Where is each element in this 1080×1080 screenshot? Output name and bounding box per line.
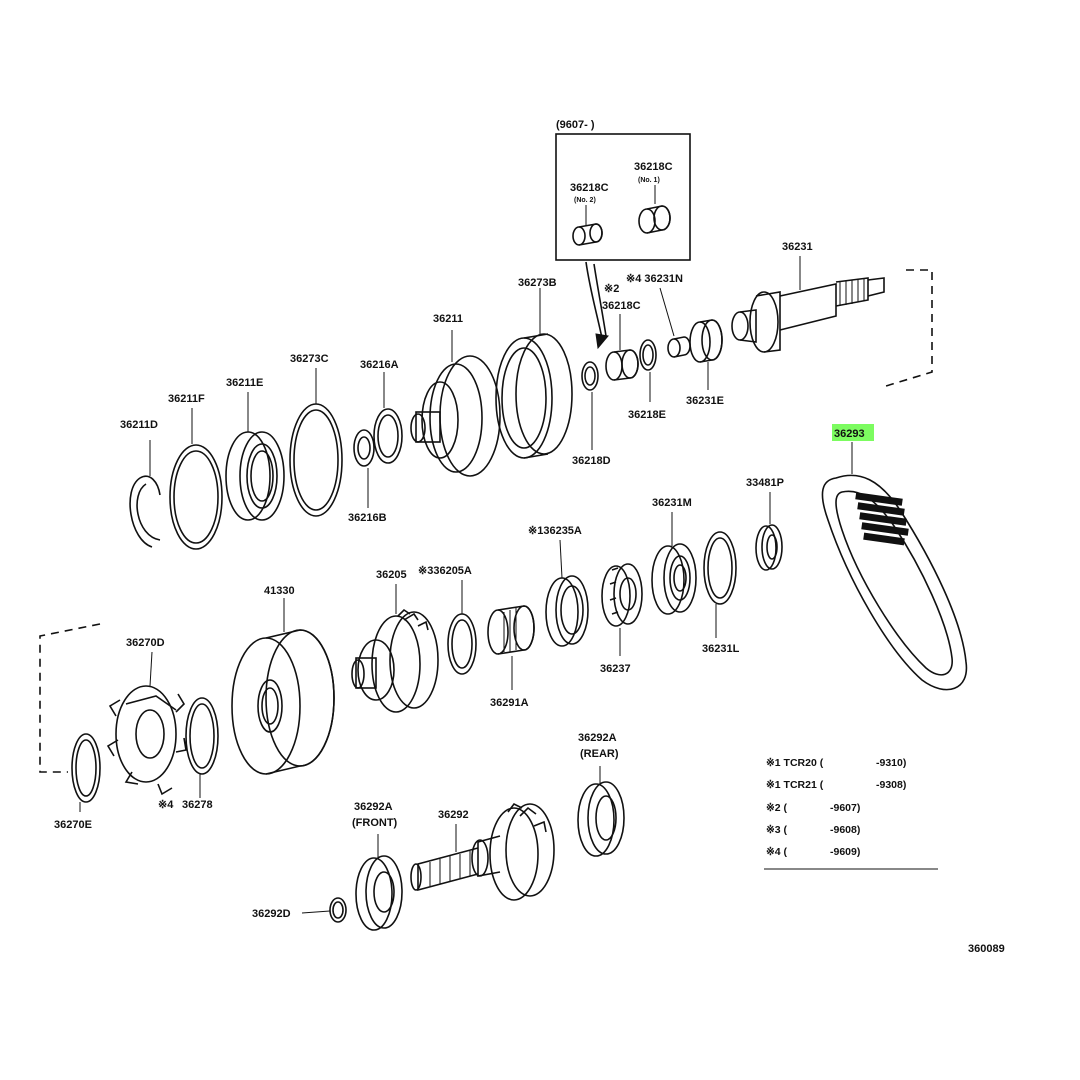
note-3-range: -9608) [830,824,860,836]
part-36231L-ring: 36231L [702,531,740,655]
label-36231: 36231 [782,241,813,253]
note-1a-range: -9310) [876,757,906,769]
part-33481P-seal: 33481P [746,477,784,571]
part-36218D-washer: 36218D [572,361,611,467]
inset-header: (9607- ) [556,119,595,131]
label-36237: 36237 [600,663,631,675]
note-1b-range: -9308) [876,779,906,791]
svg-text:(No. 2): (No. 2) [574,197,596,204]
label-36231N: ※4 36231N [626,273,683,285]
spacer-no1 [638,205,671,234]
part-36292A-rear-bearing: 36292A (REAR) [577,732,625,857]
inset-box: (9607- ) 36218C (No. 2) 36218C (No. 1) [555,119,691,261]
note-1a-mark: ※1 TCR20 ( [766,757,824,769]
note-2-range: -9607) [830,802,860,814]
part-36211F-ring: 36211F [168,393,223,550]
label-36231E: 36231E [686,395,724,407]
label-36218D: 36218D [572,455,611,467]
label-36205: 36205 [376,569,407,581]
part-36293-chain: 36293 [821,424,968,691]
label-36218C-no2: 36218C [570,182,609,194]
label-36291A: 36291A [490,697,529,709]
part-36231E-bearing: 36231E [686,319,724,407]
label-36218C: 36218C [602,300,641,312]
part-36205A-ring: ※336205A [418,565,477,675]
label-36218E: 36218E [628,409,666,421]
part-36235A-bearing: ※136235A [528,525,589,647]
label-33481P: 33481P [746,477,784,489]
part-36216B-washer: 36216B [348,429,387,524]
part-36273B-drum: 36273B [495,277,573,459]
label-36231L: 36231L [702,643,740,655]
note-4-range: -9609) [830,846,860,858]
part-36231M-bearing: 36231M [651,497,697,615]
label-36292A-front: 36292A [354,801,393,813]
part-36278-ring: ※4 36278 [158,697,219,811]
svg-text:(FRONT): (FRONT) [352,817,398,829]
notes-table: ※1 TCR20 ( -9310) ※1 TCR21 ( -9308) ※2 (… [764,757,938,870]
label-336205A: ※336205A [418,565,472,577]
part-36216A-ring: 36216A [360,359,403,464]
spacer-no2 [572,223,603,246]
svg-text:(No. 1): (No. 1) [638,177,660,184]
label-36211E: 36211E [226,377,263,389]
part-36231-shaft: 36231 [731,241,885,353]
svg-text:※4: ※4 [158,799,174,811]
label-36292A-rear: 36292A [578,732,617,744]
part-36231N-bearing: ※4 36231N [626,273,691,358]
part-36205-gear: 36205 [351,569,439,713]
label-36270E: 36270E [54,819,92,831]
part-36237-sprocket: 36237 [600,563,643,675]
label-36211: 36211 [433,313,463,325]
diagram-code: 360089 [968,943,1005,955]
note-2-mark: ※2 ( [766,802,788,814]
part-36292D-ring: 36292D [252,897,347,923]
label-36292D: 36292D [252,908,291,920]
part-36273C-ring: 36273C [289,353,343,517]
part-36270E-ring: 36270E [54,733,101,831]
part-36292-shaft: 36292 [410,802,555,901]
label-36270D: 36270D [126,637,165,649]
part-36211E-seal: 36211E [225,377,285,521]
label-36211F: 36211F [168,393,205,405]
part-41330-drum: 41330 [231,585,335,775]
note-3-mark: ※3 ( [766,824,788,836]
part-36270D-gear: 36270D [106,637,187,796]
label-36278: 36278 [182,799,213,811]
label-136235A: ※136235A [528,525,582,537]
svg-text:※2: ※2 [604,283,619,295]
label-36273C: 36273C [290,353,329,365]
note-1b-mark: ※1 TCR21 ( [766,779,824,791]
note-4-mark: ※4 ( [766,846,788,858]
part-36218C-spacer: ※2 36218C [602,283,641,381]
part-36211D-snap-ring: 36211D [120,419,161,548]
label-36211D: 36211D [120,419,158,431]
part-36291A-needle-bearing: 36291A [487,605,535,709]
label-41330: 41330 [264,585,295,597]
label-36292: 36292 [438,809,469,821]
svg-text:(REAR): (REAR) [580,748,619,760]
part-36292A-front-bearing: 36292A (FRONT) [352,801,403,931]
label-36216A: 36216A [360,359,399,371]
label-36293: 36293 [834,428,865,440]
part-36211-hub: 36211 [410,313,501,477]
label-36218C-no1: 36218C [634,161,673,173]
part-36218E-ring: 36218E [628,339,666,421]
label-36273B: 36273B [518,277,557,289]
label-36216B: 36216B [348,512,387,524]
label-36231M: 36231M [652,497,692,509]
